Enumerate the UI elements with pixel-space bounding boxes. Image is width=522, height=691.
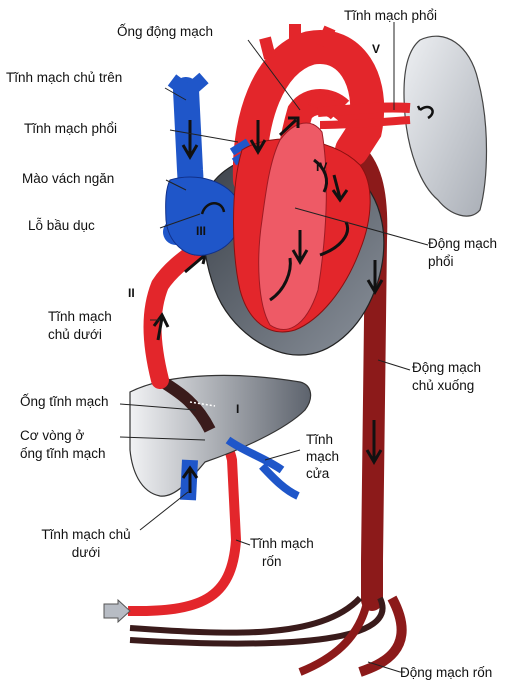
label-portal-vein-1: Tĩnh xyxy=(306,432,333,448)
label-ductus-venosus: Ống tĩnh mạch xyxy=(20,394,109,410)
label-pulmonary-vein-left: Tĩnh mạch phổi xyxy=(24,121,117,137)
marker-iv: IV xyxy=(316,160,327,174)
marker-iii: III xyxy=(196,224,206,238)
marker-i: I xyxy=(236,402,239,416)
marker-ii: II xyxy=(128,286,135,300)
arch-branch-3 xyxy=(322,28,330,46)
label-superior-vena-cava: Tĩnh mạch chủ trên xyxy=(6,70,122,86)
label-sphincter-1: Cơ vòng ở xyxy=(20,428,84,444)
pulmonary-artery-to-lung xyxy=(318,107,410,112)
marker-v: V xyxy=(372,42,380,56)
label-umbilical-vein-2: rốn xyxy=(262,554,282,570)
label-ivc-bottom-1: Tĩnh mạch chủ xyxy=(30,527,142,543)
label-portal-vein-3: cửa xyxy=(306,466,329,482)
label-portal-vein-2: mạch xyxy=(306,449,339,465)
portal-vein xyxy=(228,440,298,496)
label-ivc-2: chủ dưới xyxy=(48,327,102,343)
arch-branch-1 xyxy=(265,38,270,58)
label-pulmonary-artery-2: phổi xyxy=(428,254,454,270)
label-pulmonary-vein-top: Tĩnh mạch phổi xyxy=(344,8,437,24)
label-ivc-1: Tĩnh mạch xyxy=(48,309,112,325)
label-descending-aorta-1: Động mạch xyxy=(412,360,481,376)
liver xyxy=(130,375,311,496)
label-umbilical-arteries: Động mạch rốn xyxy=(400,665,492,681)
label-sphincter-2: ống tĩnh mạch xyxy=(20,446,106,462)
label-umbilical-vein-1: Tĩnh mạch xyxy=(250,536,314,552)
pulmonary-vein-to-lung xyxy=(320,120,410,125)
umbilical-vein-entry-arrow xyxy=(104,600,130,622)
lung xyxy=(404,36,487,216)
label-descending-aorta-2: chủ xuống xyxy=(412,378,474,394)
label-crista-dividens: Mào vách ngăn xyxy=(22,171,114,187)
label-pulmonary-artery-1: Động mạch xyxy=(428,236,497,252)
umbilical-artery-1 xyxy=(130,598,360,633)
label-ivc-bottom-2: dưới xyxy=(30,545,142,561)
label-ductus-arteriosus: Ống động mạch xyxy=(117,24,213,40)
label-foramen-ovale: Lỗ bầu dục xyxy=(28,218,95,234)
